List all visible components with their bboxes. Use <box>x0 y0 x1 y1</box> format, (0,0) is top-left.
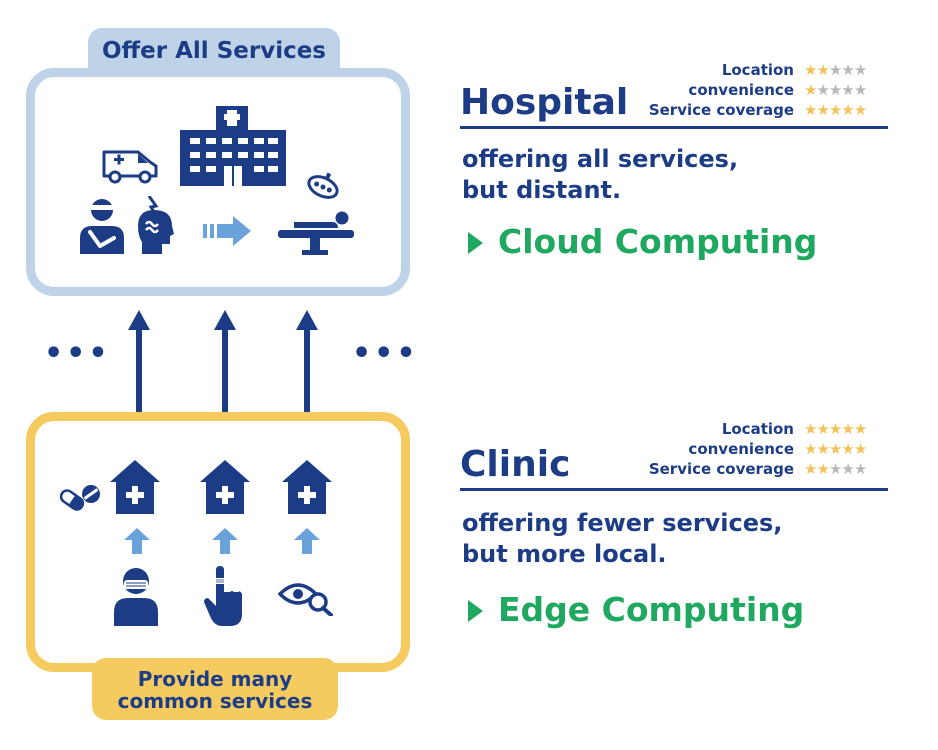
star-filled-icon: ★ <box>804 81 817 99</box>
hospital-rating-labels: Location convenience Service coverage <box>620 60 794 120</box>
ambulance-icon <box>102 150 158 184</box>
star-rating: ★★★★★ <box>804 419 867 439</box>
rating-label-convenience: convenience <box>688 440 794 458</box>
star-filled-icon: ★ <box>853 101 867 119</box>
star-empty-icon: ★ <box>828 460 842 478</box>
clinic-title: Clinic <box>460 444 571 485</box>
clinic-house-icon <box>200 460 250 514</box>
surgical-lamp-icon <box>307 172 339 199</box>
injured-patient-icon <box>80 199 124 254</box>
hospital-divider <box>460 126 888 129</box>
hospital-desc-line1: offering all services, <box>462 145 739 173</box>
play-triangle-icon <box>468 600 483 622</box>
up-arrow-icon <box>294 528 320 554</box>
rating-label-service-coverage: Service coverage <box>648 460 794 478</box>
star-empty-icon: ★ <box>816 81 829 99</box>
clinic-desc-line2: but more local. <box>462 540 667 568</box>
star-filled-icon: ★ <box>841 440 854 458</box>
hospital-description: offering all services, but distant. <box>462 144 738 206</box>
rating-label-convenience: convenience <box>688 81 794 99</box>
upload-arrow-3 <box>296 310 318 440</box>
star-rating: ★★★★★ <box>804 60 867 80</box>
clinic-star-ratings: ★★★★★ ★★★★★ ★★★★★ <box>804 419 867 479</box>
star-empty-icon: ★ <box>841 61 854 79</box>
pills-icon <box>59 485 100 511</box>
hospital-building-icon <box>180 106 286 186</box>
star-filled-icon: ★ <box>804 460 817 478</box>
star-filled-icon: ★ <box>816 440 829 458</box>
clinic-description: offering fewer services, but more local. <box>462 508 782 570</box>
star-filled-icon: ★ <box>816 420 829 438</box>
rating-label-location: Location <box>721 61 794 79</box>
rating-label-location: Location <box>721 420 794 438</box>
edge-computing-label: Edge Computing <box>498 590 805 629</box>
left-ellipsis: ••• <box>44 336 111 371</box>
star-rating: ★★★★★ <box>804 80 867 100</box>
play-triangle-icon <box>468 232 483 254</box>
clinic-rating-labels: Location convenience Service coverage <box>620 419 794 479</box>
star-empty-icon: ★ <box>853 460 867 478</box>
cloud-panel-title: Offer All Services <box>101 38 326 64</box>
star-empty-icon: ★ <box>853 61 867 79</box>
star-filled-icon: ★ <box>841 420 854 438</box>
edge-panel-title-line2: common services <box>117 689 313 713</box>
star-filled-icon: ★ <box>816 460 829 478</box>
star-filled-icon: ★ <box>804 101 817 119</box>
right-ellipsis: ••• <box>352 336 419 371</box>
upload-arrow-1 <box>128 310 150 440</box>
star-filled-icon: ★ <box>841 101 854 119</box>
clinic-divider <box>460 488 888 491</box>
star-rating: ★★★★★ <box>804 439 867 459</box>
eye-exam-icon <box>278 583 333 616</box>
star-empty-icon: ★ <box>828 61 842 79</box>
finger-bandage-icon <box>204 566 242 626</box>
star-filled-icon: ★ <box>853 440 867 458</box>
star-rating: ★★★★★ <box>804 100 867 120</box>
up-arrow-icon <box>212 528 238 554</box>
up-arrow-icon <box>124 528 150 554</box>
upload-arrow-2 <box>214 310 236 440</box>
star-filled-icon: ★ <box>828 420 842 438</box>
star-filled-icon: ★ <box>816 101 829 119</box>
clinic-house-icon <box>110 460 160 514</box>
hospital-desc-line2: but distant. <box>462 176 622 204</box>
cloud-computing-label: Cloud Computing <box>498 222 818 261</box>
star-filled-icon: ★ <box>828 440 842 458</box>
hospital-star-ratings: ★★★★★ ★★★★★ ★★★★★ <box>804 60 867 120</box>
star-empty-icon: ★ <box>828 81 842 99</box>
clinic-house-icon <box>282 460 332 514</box>
headache-icon <box>138 196 174 254</box>
right-arrow-icon <box>203 216 251 246</box>
edge-panel-title: Provide many common services <box>92 668 338 712</box>
surgery-icon <box>278 211 354 255</box>
edge-panel-title-line1: Provide many <box>137 667 293 691</box>
star-rating: ★★★★★ <box>804 459 867 479</box>
star-filled-icon: ★ <box>828 101 842 119</box>
star-filled-icon: ★ <box>804 420 817 438</box>
star-filled-icon: ★ <box>804 61 817 79</box>
star-filled-icon: ★ <box>853 420 867 438</box>
rating-label-service-coverage: Service coverage <box>648 101 794 119</box>
star-empty-icon: ★ <box>853 81 867 99</box>
star-filled-icon: ★ <box>816 61 829 79</box>
star-filled-icon: ★ <box>804 440 817 458</box>
clinic-desc-line1: offering fewer services, <box>462 509 783 537</box>
patient-mask-icon <box>114 568 158 626</box>
star-empty-icon: ★ <box>841 81 854 99</box>
edge-panel <box>26 412 410 672</box>
star-empty-icon: ★ <box>841 460 854 478</box>
hospital-title: Hospital <box>460 82 629 123</box>
edge-panel-tab <box>92 658 338 720</box>
